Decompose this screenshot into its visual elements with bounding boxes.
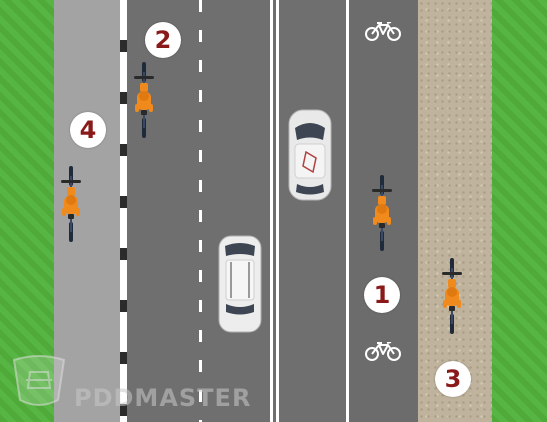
marker-1: 1 [364, 277, 400, 313]
car-icon [218, 235, 262, 333]
bicycle-icon [61, 166, 81, 242]
dashed-lane-line [199, 0, 202, 422]
marker-3: 3 [435, 361, 471, 397]
bicycle-lane-symbol-icon [365, 342, 401, 361]
solid-line-left [270, 0, 273, 422]
grass-right [492, 0, 547, 422]
grass-left [0, 0, 54, 422]
watermark-text: PDDMASTER [74, 384, 252, 412]
solid-line-right [276, 0, 279, 422]
bicycle-lane-symbol-icon [365, 22, 401, 41]
gravel-shoulder [418, 0, 492, 422]
watermark-logo-icon [12, 355, 66, 406]
bicycle-icon [372, 175, 392, 251]
roadway [120, 0, 348, 422]
curb-line [120, 0, 127, 422]
bicycle-icon [134, 62, 154, 138]
car-icon [288, 109, 332, 201]
bicycle-lane-line [346, 0, 349, 422]
marker-2: 2 [145, 22, 181, 58]
bicycle-icon [442, 258, 462, 334]
marker-4: 4 [70, 112, 106, 148]
